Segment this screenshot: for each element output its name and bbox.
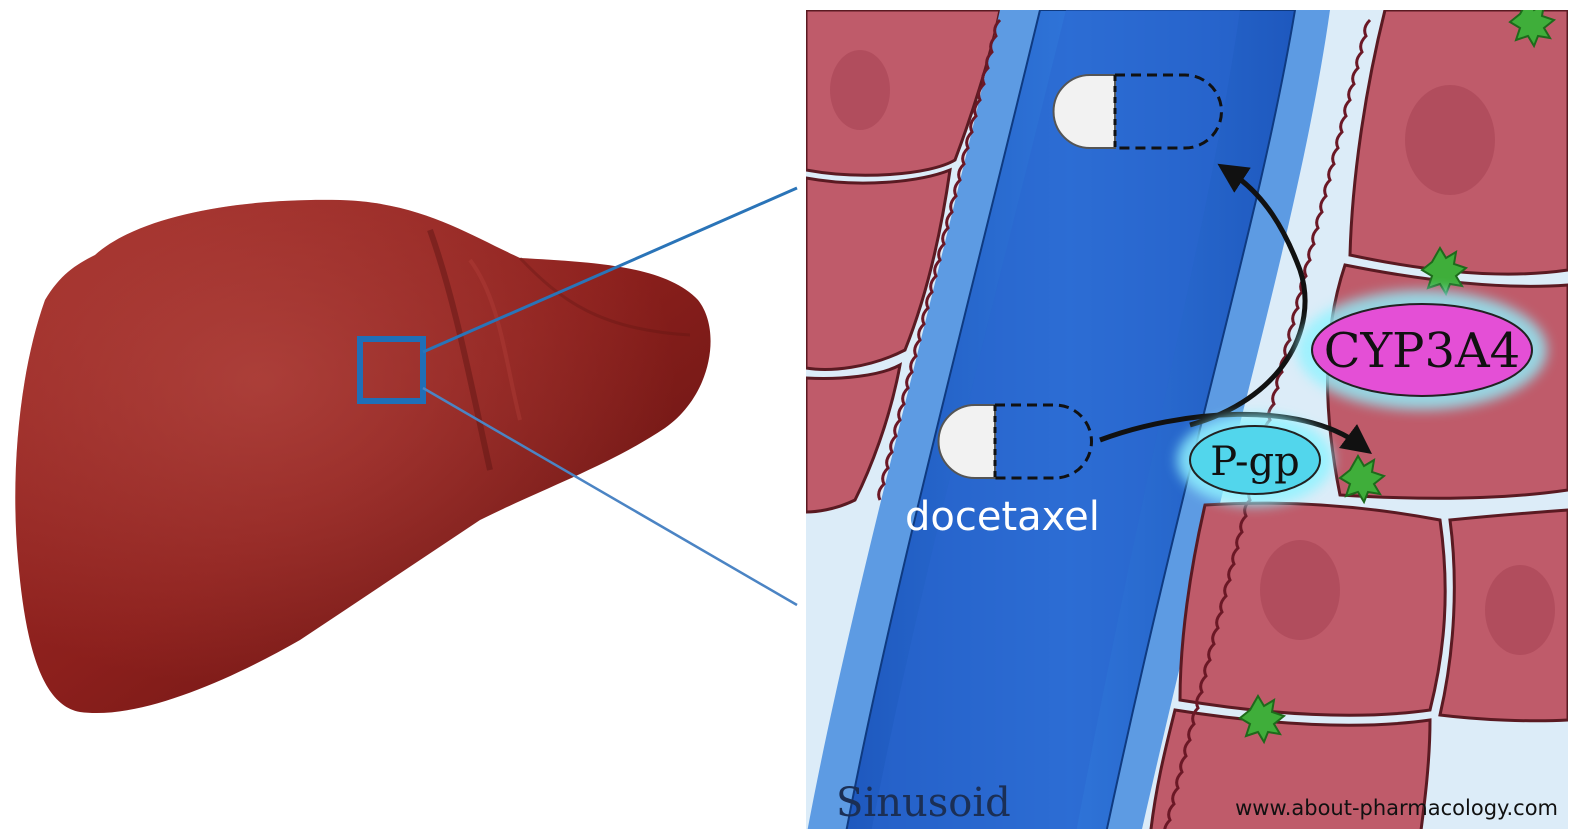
docetaxel-label: docetaxel: [905, 494, 1100, 540]
cyp3a4-enzyme: CYP3A4: [1297, 290, 1547, 410]
credit-text: www.about-pharmacology.com: [1235, 796, 1558, 820]
liver-organ: [15, 200, 710, 713]
magnified-panel: CYP3A4 P-gp docetaxel Sinusoid: [806, 0, 1568, 838]
sinusoid-label: Sinusoid: [836, 780, 1011, 826]
pgp-transporter: P-gp: [1177, 414, 1333, 506]
pgp-label: P-gp: [1210, 439, 1299, 485]
cyp3a4-label: CYP3A4: [1324, 323, 1520, 379]
